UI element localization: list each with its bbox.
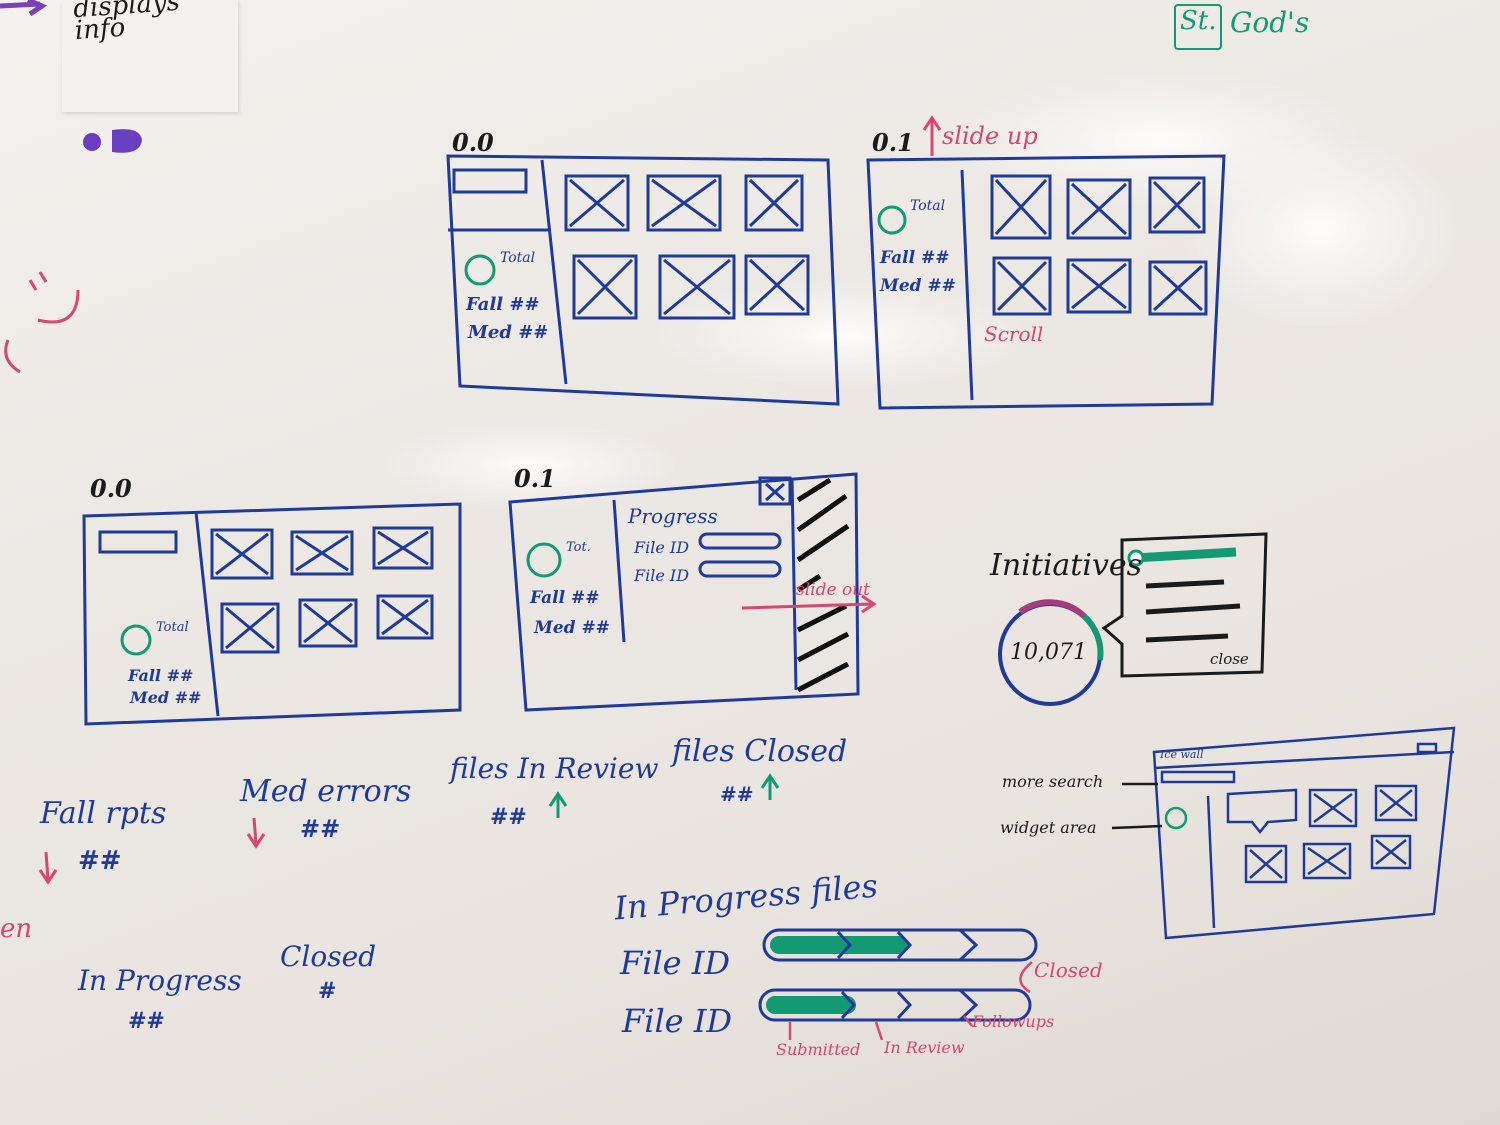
metric-med-value: ## bbox=[300, 814, 341, 843]
initiatives-close: close bbox=[1210, 650, 1249, 668]
sidebar-fall-4: Fall ## bbox=[530, 588, 600, 608]
widget-area-label: widget area bbox=[1000, 818, 1097, 837]
label-leader-lines bbox=[1111, 782, 1163, 830]
sticky-note: displays info bbox=[62, 0, 238, 112]
sidebar-med-4: Med ## bbox=[534, 618, 610, 638]
sidebar-total-1: Total bbox=[500, 250, 536, 266]
sketch-label-top-right: 0.1 bbox=[872, 128, 914, 157]
metric-closed-files-value: ## bbox=[720, 782, 754, 806]
progress-row-1: File ID bbox=[634, 538, 690, 557]
file-id-row-1: File ID bbox=[620, 944, 731, 982]
slide-out-note: slide out bbox=[796, 580, 870, 600]
sketch-label-bottom-left: 0.0 bbox=[90, 474, 132, 503]
stage-brackets bbox=[788, 961, 1033, 1041]
sidebar-fall-1: Fall ## bbox=[466, 294, 540, 315]
sketch-label-bottom-middle: 0.1 bbox=[514, 464, 556, 493]
tag-gods: God's bbox=[1230, 6, 1310, 39]
file-id-row-2: File ID bbox=[622, 1002, 733, 1040]
stage-closed: Closed bbox=[1034, 958, 1103, 982]
metric-review-label: files In Review bbox=[450, 752, 659, 785]
sidebar-med-2: Med ## bbox=[880, 276, 956, 296]
metric-closed-value: # bbox=[318, 978, 337, 1004]
sidebar-total-4: Tot. bbox=[566, 540, 591, 555]
edge-text: en bbox=[0, 914, 33, 944]
progress-title: Progress bbox=[628, 504, 718, 528]
progress-row-2: File ID bbox=[634, 566, 690, 585]
med-down-arrow-icon bbox=[246, 817, 266, 849]
sidebar-total-2: Total bbox=[910, 198, 946, 214]
stage-in-review: In Review bbox=[884, 1038, 965, 1057]
purple-arrow-icon bbox=[0, 0, 48, 17]
scroll-note: Scroll bbox=[984, 322, 1044, 346]
sidebar-med-1: Med ## bbox=[468, 322, 549, 343]
tag-st: St. bbox=[1180, 6, 1217, 36]
progress-bar-1 bbox=[762, 928, 1038, 962]
purple-blob-icon bbox=[83, 129, 142, 153]
sidebar-fall-3: Fall ## bbox=[128, 666, 194, 685]
progress-bar-2 bbox=[758, 988, 1032, 1022]
initiatives-count: 10,071 bbox=[1010, 640, 1087, 665]
hatched-panel bbox=[796, 477, 850, 693]
slide-up-note: slide up bbox=[942, 122, 1038, 150]
metric-med-label: Med errors bbox=[240, 774, 412, 809]
initiatives-title: Initiatives bbox=[990, 548, 1143, 583]
slide-up-arrow-icon bbox=[922, 115, 942, 156]
metric-review-value: ## bbox=[490, 804, 527, 830]
review-up-arrow-icon bbox=[548, 791, 568, 818]
metric-fall-label: Fall rpts bbox=[40, 796, 167, 831]
metric-closed-label: Closed bbox=[280, 940, 377, 973]
initiatives-widget bbox=[998, 532, 1268, 706]
wireframe-top-right bbox=[866, 154, 1226, 410]
stage-submitted: Submitted bbox=[776, 1040, 861, 1059]
metric-fall-value: ## bbox=[78, 846, 122, 876]
stage-followups: Followups bbox=[972, 1012, 1055, 1031]
metric-in-progress-value: ## bbox=[128, 1008, 165, 1034]
closed-up-arrow-icon bbox=[760, 773, 780, 800]
metric-in-progress-label: In Progress bbox=[78, 964, 242, 997]
sidebar-fall-2: Fall ## bbox=[880, 248, 950, 268]
sidebar-med-3: Med ## bbox=[130, 688, 202, 707]
sidebar-total-3: Total bbox=[156, 620, 189, 635]
hospital-tag bbox=[1174, 4, 1222, 50]
slide-out-arrow-icon bbox=[741, 594, 877, 614]
more-search-label: more search bbox=[1002, 772, 1104, 791]
wireframe-bottom-middle bbox=[508, 472, 860, 712]
sketch-label-top-left: 0.0 bbox=[452, 128, 494, 157]
wireframe-top-left bbox=[446, 154, 840, 406]
fall-down-arrow-icon bbox=[38, 851, 58, 885]
small-mockup bbox=[1152, 726, 1456, 940]
mockup-header: Ice wall bbox=[1160, 748, 1204, 761]
wireframe-bottom-left bbox=[82, 502, 462, 726]
smiley-icon bbox=[4, 271, 80, 374]
metric-closed-files-label: files Closed bbox=[672, 734, 848, 769]
